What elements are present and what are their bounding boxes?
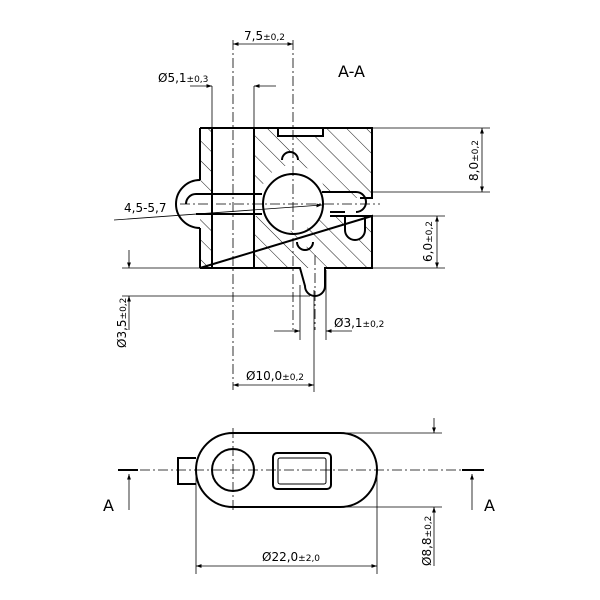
svg-text:Ø3,1±0,2: Ø3,1±0,2 bbox=[334, 316, 384, 330]
dim-22-0-main: Ø22,0 bbox=[262, 550, 298, 564]
dim-8-0-tol: ±0,2 bbox=[471, 140, 481, 162]
dim-6-0: 6,0±0,2 bbox=[372, 215, 445, 269]
dim-7-5-tol: ±0,2 bbox=[263, 33, 285, 43]
dim-3-5-tol: ±0,2 bbox=[119, 298, 129, 320]
dim-10-0-main: Ø10,0 bbox=[246, 369, 282, 383]
section-body bbox=[175, 40, 380, 390]
dim-8-0: 8,0±0,2 bbox=[372, 127, 490, 193]
dim-3-1: Ø3,1±0,2 bbox=[274, 270, 384, 340]
section-marker-right: A bbox=[462, 469, 495, 515]
dim-7-5: 7,5±0,2 bbox=[233, 29, 293, 46]
section-view: 7,5±0,2 Ø5,1±0,3 A-A 4,5-5,7 8,0±0,2 bbox=[113, 29, 490, 392]
dim-6-0-tol: ±0,2 bbox=[425, 221, 435, 243]
round-hole bbox=[211, 448, 255, 492]
dim-6-0-main: 6,0 bbox=[421, 243, 435, 262]
svg-text:Ø8,8±0,2: Ø8,8±0,2 bbox=[420, 516, 434, 566]
dim-3-5: Ø3,5±0,2 bbox=[115, 250, 310, 348]
dim-10-0-tol: ±0,2 bbox=[282, 373, 304, 383]
top-view: Ø8,8±0,2 Ø22,0±2,0 A A bbox=[103, 418, 495, 574]
section-marker-left-label: A bbox=[103, 496, 114, 515]
dim-7-5-main: 7,5 bbox=[244, 29, 263, 43]
section-marker-right-label: A bbox=[484, 496, 495, 515]
dim-5-1-tol: ±0,3 bbox=[187, 75, 209, 85]
svg-text:8,0±0,2: 8,0±0,2 bbox=[467, 140, 481, 181]
svg-text:Ø5,1±0,3: Ø5,1±0,3 bbox=[158, 71, 208, 85]
dim-22-0-tol: ±2,0 bbox=[298, 554, 320, 564]
dim-4-5-5-7: 4,5-5,7 bbox=[113, 201, 323, 221]
dim-8-0-main: 8,0 bbox=[467, 162, 481, 181]
dim-8-8-tol: ±0,2 bbox=[424, 516, 434, 538]
rectangular-slot bbox=[272, 452, 332, 490]
dim-10-0: Ø10,0±0,2 bbox=[233, 290, 315, 392]
section-title: A-A bbox=[338, 62, 365, 81]
dim-4-5-main: 4,5-5,7 bbox=[124, 201, 167, 215]
dim-3-5-main: Ø3,5 bbox=[115, 319, 129, 348]
dim-22-0: Ø22,0±2,0 bbox=[195, 470, 378, 574]
svg-text:6,0±0,2: 6,0±0,2 bbox=[421, 221, 435, 262]
section-marker-left: A bbox=[103, 469, 138, 515]
dim-3-1-main: Ø3,1 bbox=[334, 316, 363, 330]
dim-5-1: Ø5,1±0,3 bbox=[158, 71, 276, 128]
svg-text:Ø10,0±0,2: Ø10,0±0,2 bbox=[246, 369, 304, 383]
dim-8-8: Ø8,8±0,2 bbox=[340, 418, 442, 566]
dim-3-1-tol: ±0,2 bbox=[363, 320, 385, 330]
svg-text:Ø22,0±2,0: Ø22,0±2,0 bbox=[262, 550, 320, 564]
svg-text:Ø3,5±0,2: Ø3,5±0,2 bbox=[115, 298, 129, 348]
dim-5-1-main: Ø5,1 bbox=[158, 71, 187, 85]
svg-text:7,5±0,2: 7,5±0,2 bbox=[244, 29, 285, 43]
dim-8-8-main: Ø8,8 bbox=[420, 537, 434, 566]
